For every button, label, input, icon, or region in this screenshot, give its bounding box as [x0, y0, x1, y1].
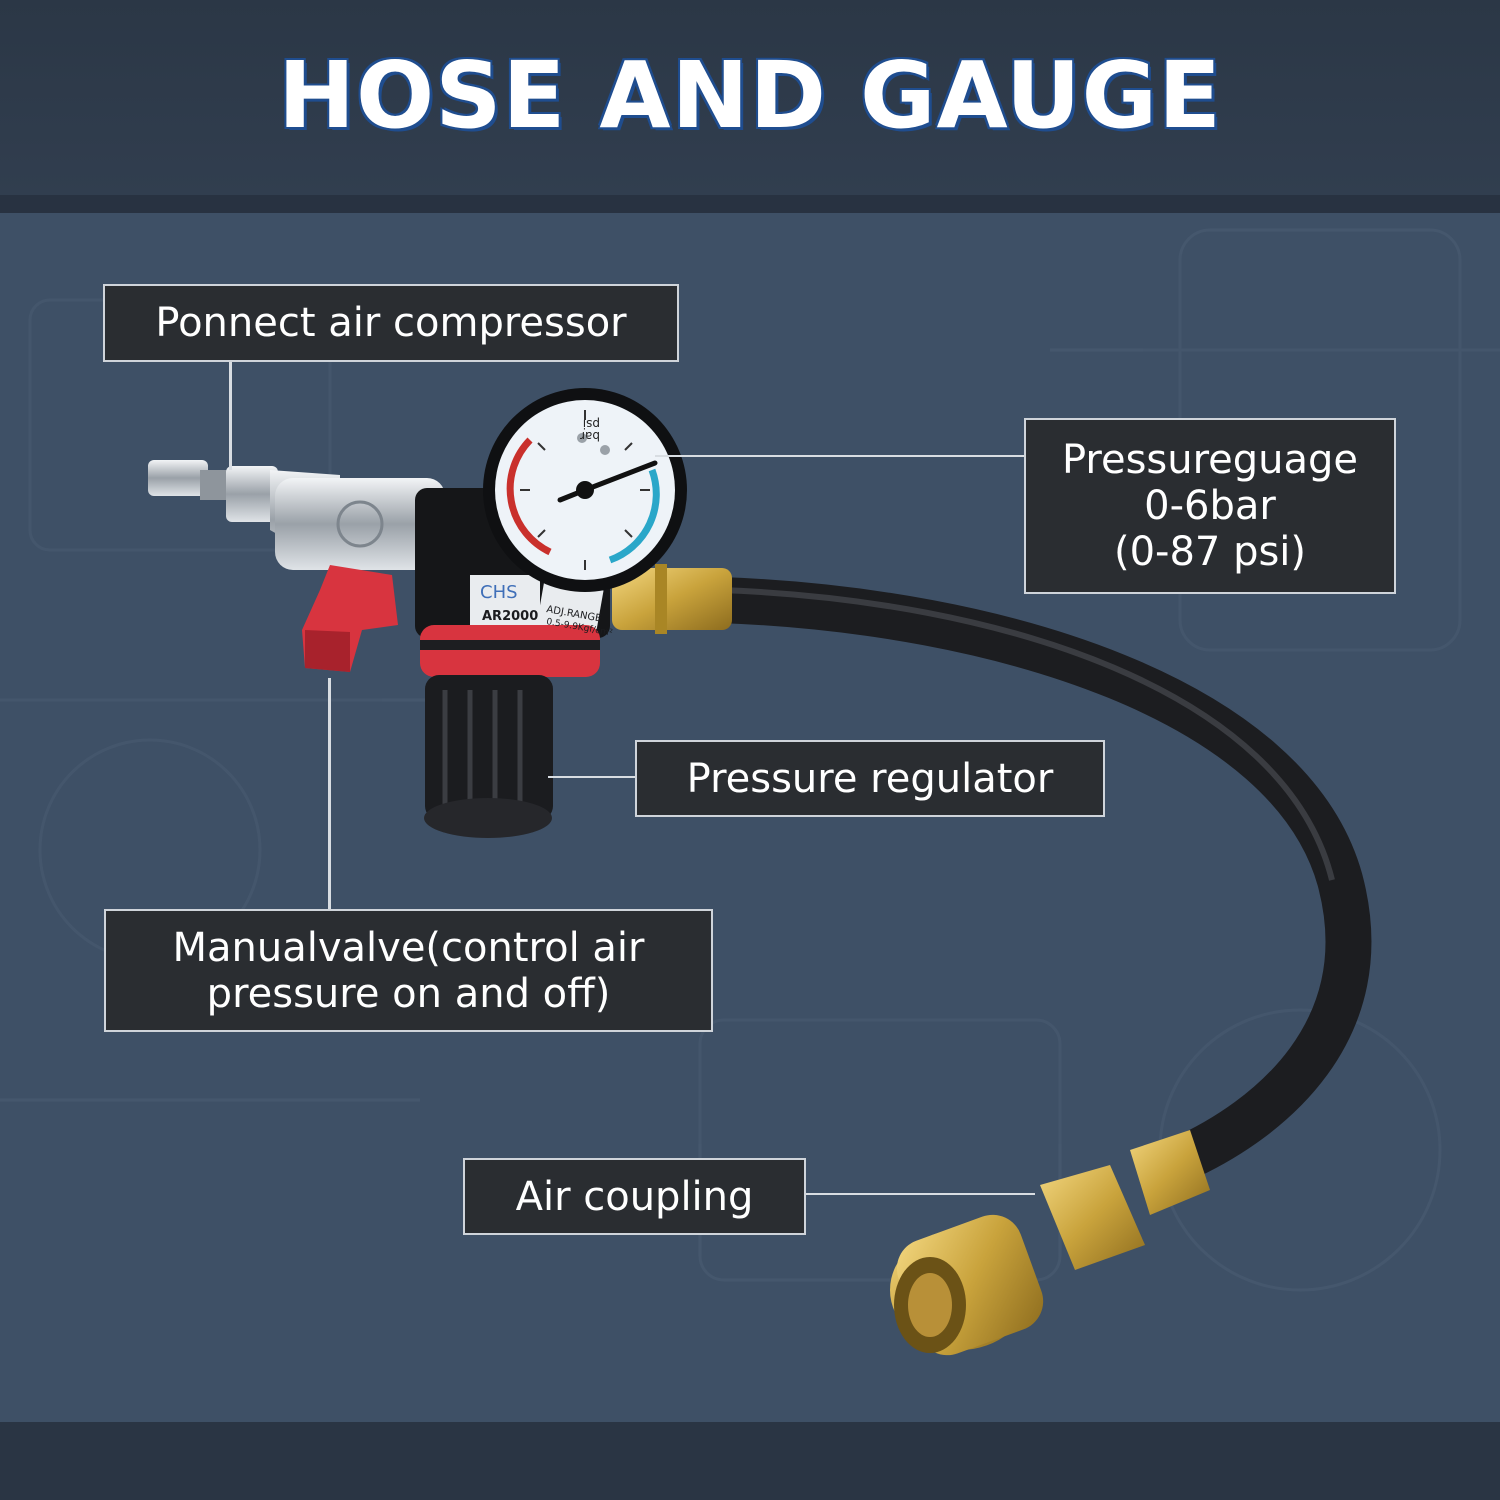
callout-gauge-line3: (0-87 psi) — [1113, 529, 1307, 575]
red-valve-handle — [302, 565, 398, 672]
gauge-brass-fitting — [612, 564, 732, 634]
callout-coupling-text: Air coupling — [515, 1173, 754, 1220]
gauge-needle — [582, 460, 658, 493]
callout-valve-line2: pressure on and off) — [206, 970, 611, 1017]
leader-line-gauge — [655, 455, 1025, 457]
regulator-body — [415, 488, 610, 838]
leader-line-regulator — [548, 776, 636, 778]
page-title: HOSE AND GAUGE — [278, 42, 1222, 149]
callout-pressure-regulator: Pressure regulator — [635, 740, 1105, 817]
callout-gauge-line1: Pressureguage — [1061, 437, 1359, 483]
callout-pressure-gauge: Pressureguage 0-6bar (0-87 psi) — [1024, 418, 1396, 594]
gauge-unit-psi: psi — [583, 417, 600, 431]
valve-body — [275, 478, 445, 570]
header-divider — [0, 195, 1500, 213]
footer-band — [0, 1422, 1500, 1500]
pressure-gauge-dial — [483, 388, 687, 592]
callout-compressor: Ponnect air compressor — [103, 284, 679, 362]
air-coupling-fitting — [890, 1130, 1210, 1356]
leader-line-compressor — [229, 362, 232, 470]
callout-valve-line1: Manualvalve(control air — [172, 924, 645, 971]
callout-compressor-text: Ponnect air compressor — [155, 300, 627, 346]
callout-air-coupling: Air coupling — [463, 1158, 806, 1235]
header-band — [0, 0, 1500, 195]
leader-line-coupling — [805, 1193, 1035, 1195]
callout-regulator-text: Pressure regulator — [686, 755, 1054, 802]
leader-line-valve — [328, 678, 331, 910]
regulator-model: AR2000 — [482, 609, 538, 624]
hose — [697, 577, 1372, 1183]
gauge-unit-bar: bar — [580, 429, 600, 443]
callout-manual-valve: Manualvalve(control air pressure on and … — [104, 909, 713, 1032]
regulator-brand: CHS — [480, 582, 518, 603]
callout-gauge-line2: 0-6bar — [1144, 483, 1276, 529]
